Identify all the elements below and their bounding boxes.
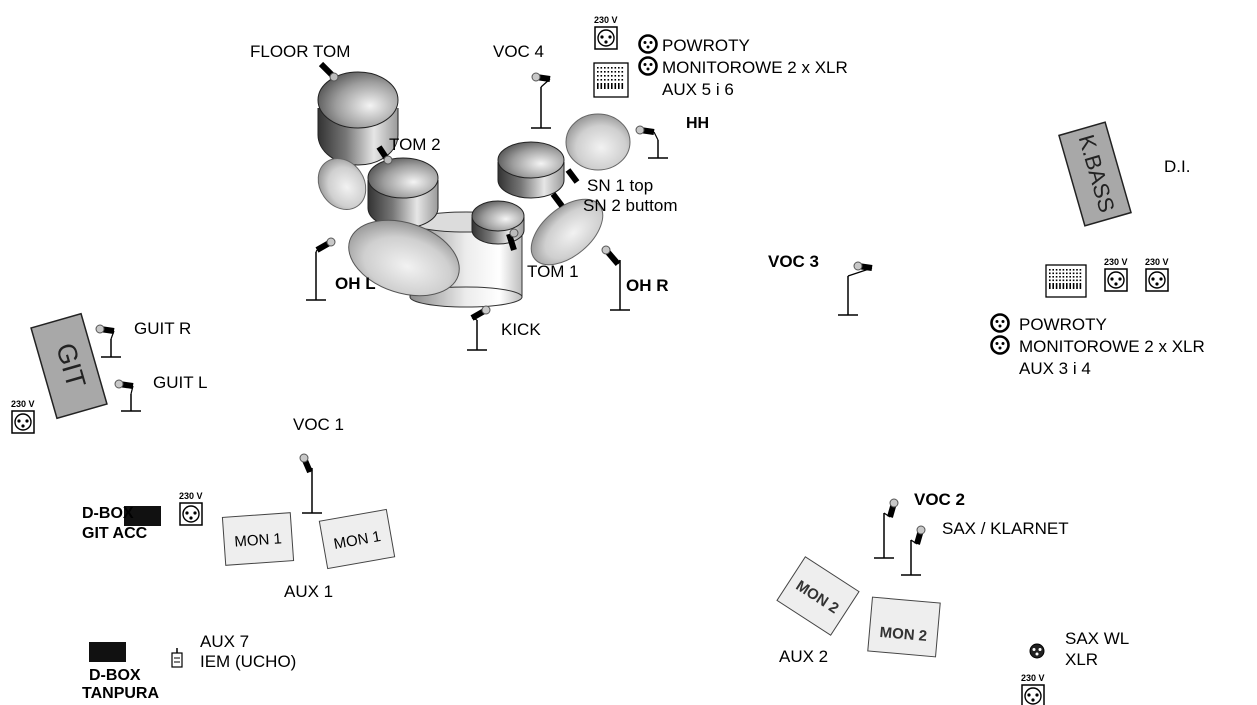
oh-r-cymbal (530, 198, 604, 266)
small-cymbal (317, 158, 367, 210)
tom2-label: TOM 2 (389, 135, 441, 154)
sn1-label: SN 1 top (587, 176, 654, 195)
xlr-right-2-icon (990, 335, 1010, 355)
xlr-sax-wl-icon (1029, 643, 1045, 659)
stand-mics (95, 72, 926, 576)
power-label-right-1: 230 V (1104, 257, 1128, 267)
power-label-left: 230 V (11, 399, 35, 409)
outlet-right-1-icon (1104, 268, 1128, 292)
power-outlets (11, 26, 1169, 705)
xlr-top-2-icon (638, 56, 658, 76)
voc3-label: VOC 3 (768, 252, 820, 271)
returns-top-line1: POWROTY (662, 36, 750, 55)
voc2-mic-icon (874, 498, 899, 559)
sax-xlr-label: XLR (1065, 650, 1099, 669)
outlet-top-icon (594, 26, 618, 50)
git-amp: GIT (30, 312, 108, 420)
voc1-label: VOC 1 (293, 415, 345, 434)
outlet-left-icon (11, 410, 35, 434)
xlr-icons (638, 34, 1045, 659)
mon2-right-label: MON 2 (879, 624, 928, 645)
snare-drum (497, 141, 565, 199)
voc4-mic-icon (531, 72, 551, 129)
dbox-git-acc (124, 506, 161, 526)
git-acc-label: GIT ACC (82, 525, 148, 542)
xlr-top-1-icon (638, 34, 658, 54)
voc2-label: VOC 2 (914, 490, 966, 509)
voc1-mic-icon (299, 453, 322, 514)
hh-mic-icon (635, 125, 668, 159)
sax-mic-icon (901, 525, 926, 576)
power-label-git-acc: 230 V (179, 491, 203, 501)
tanpura-label: TANPURA (82, 685, 160, 702)
bass-amp: K.BASS (1058, 121, 1132, 227)
voc4-label: VOC 4 (493, 42, 545, 61)
aux2-label: AUX 2 (779, 647, 829, 666)
dbox-tanpura-label: D-BOX (89, 667, 141, 684)
returns-right-line3: AUX 3 i 4 (1019, 359, 1091, 378)
hh-label: HH (686, 115, 710, 132)
mon1-right: MON 1 (318, 508, 396, 570)
kick-label: KICK (501, 320, 541, 339)
guit-l-mic-icon (114, 379, 141, 412)
clip-mic-heads (329, 72, 519, 238)
returns-top-line3: AUX 5 i 6 (662, 80, 734, 99)
tom1-drum (471, 200, 525, 245)
outlet-sax-icon (1021, 684, 1045, 705)
guit-l-label: GUIT L (153, 373, 208, 392)
oh-l-label: OH L (335, 274, 376, 293)
power-label-top: 230 V (594, 15, 618, 25)
aux1-label: AUX 1 (284, 582, 334, 601)
mon1-left-label: MON 1 (234, 530, 283, 550)
power-label-right-2: 230 V (1145, 257, 1169, 267)
returns-right-line2: MONITOROWE 2 x XLR (1019, 337, 1205, 356)
oh-l-mic-icon (306, 237, 336, 301)
guit-r-label: GUIT R (134, 319, 192, 338)
hihat-cymbal (565, 113, 631, 171)
drum-kit (317, 71, 631, 308)
mon2-left: MON 2 (776, 556, 860, 636)
mon2-right: MON 2 (867, 596, 941, 658)
sax-label: SAX / KLARNET (942, 519, 1069, 538)
kick-mic-icon (467, 305, 491, 351)
dbox-tanpura (89, 642, 126, 662)
floor-tom-drum (317, 71, 399, 166)
stagebox-right-icon (1045, 264, 1087, 298)
oh-r-label: OH R (626, 276, 669, 295)
oh-l-cymbal (348, 219, 460, 297)
sn2-label: SN 2 buttom (583, 196, 678, 215)
aux7-label: AUX 7 (200, 632, 250, 651)
xlr-right-1-icon (990, 313, 1010, 333)
returns-top-line2: MONITOROWE 2 x XLR (662, 58, 848, 77)
outlet-git-acc-icon (179, 502, 203, 526)
oh-r-mic-icon (601, 245, 630, 311)
guit-r-mic-icon (95, 324, 121, 358)
stagebox-top-icon (593, 62, 629, 98)
voc3-mic-icon (838, 261, 873, 316)
power-label-sax: 230 V (1021, 673, 1045, 683)
iem-transmitter-icon (171, 648, 183, 668)
sax-wl-label: SAX WL (1065, 629, 1130, 648)
di-label: D.I. (1164, 157, 1191, 176)
tom2-drum (367, 157, 439, 229)
returns-right-line1: POWROTY (1019, 315, 1107, 334)
mon1-left: MON 1 (221, 512, 295, 566)
floor-tom-label: FLOOR TOM (250, 42, 351, 61)
iem-label: IEM (UCHO) (200, 652, 297, 671)
tom1-label: TOM 1 (527, 262, 579, 281)
outlet-right-2-icon (1145, 268, 1169, 292)
dbox-label: D-BOX (82, 505, 134, 522)
